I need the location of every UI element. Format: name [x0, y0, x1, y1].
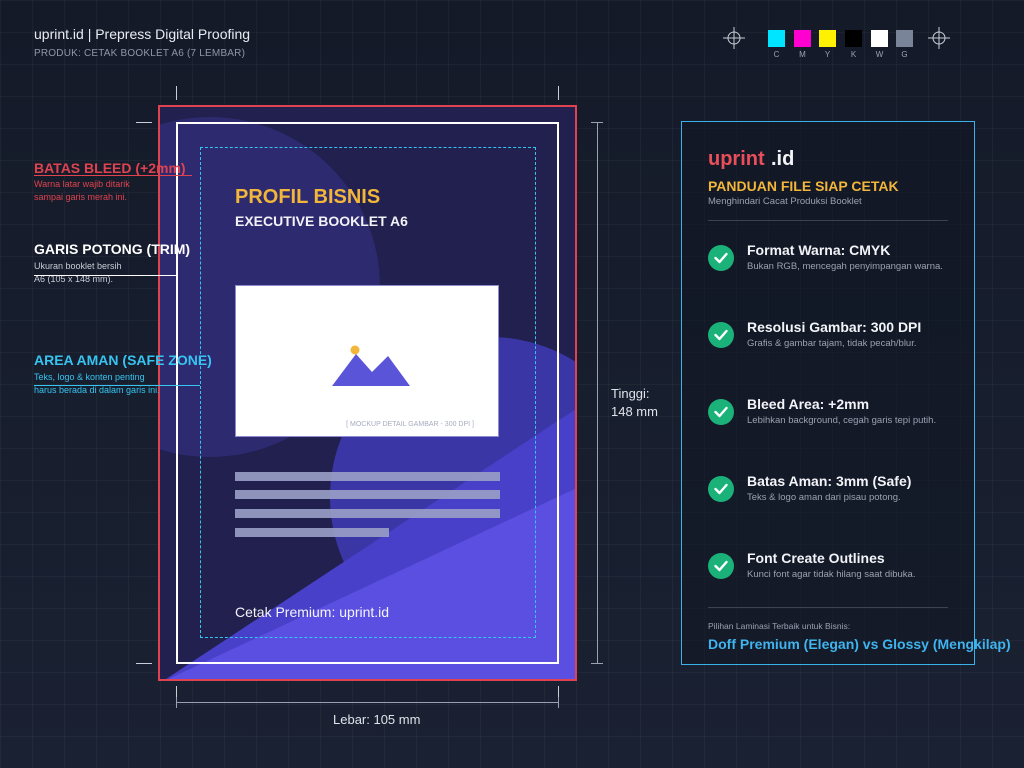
page-subtitle: PRODUK: CETAK BOOKLET A6 (7 LEMBAR) — [34, 48, 246, 59]
lamination-label: Pilihan Laminasi Terbaik untuk Bisnis: — [708, 621, 851, 631]
crop-mark — [558, 86, 559, 100]
crop-mark — [136, 663, 152, 664]
panel-divider — [708, 607, 948, 608]
guide-item-title: Batas Aman: 3mm (Safe) — [747, 473, 912, 489]
height-value: 148 mm — [611, 404, 658, 419]
text-placeholder-line — [235, 528, 389, 537]
swatch-label: Y — [824, 50, 831, 59]
bleed-area — [158, 105, 577, 681]
swatch-white — [871, 30, 888, 47]
trim-annotation-desc: Ukuran booklet bersih A6 (105 x 148 mm). — [34, 261, 122, 284]
swatch-cyan — [768, 30, 785, 47]
width-dimension-line — [176, 702, 559, 703]
swatch-label: G — [901, 50, 908, 59]
check-circle-icon — [708, 322, 734, 348]
image-mockup: [ MOCKUP DETAIL GAMBAR - 300 DPI ] — [235, 285, 499, 437]
registration-mark-icon — [723, 27, 745, 49]
crop-mark — [176, 86, 177, 100]
guide-item-title: Font Create Outlines — [747, 550, 885, 566]
safe-zone-line — [200, 147, 536, 638]
dimension-tick — [176, 697, 177, 708]
brand-suffix: .id — [771, 148, 795, 170]
dimension-tick — [591, 663, 603, 664]
check-circle-icon — [708, 399, 734, 425]
crop-mark — [176, 686, 177, 700]
check-circle-icon — [708, 245, 734, 271]
safe-leader-line — [34, 385, 200, 386]
page-title: uprint.id | Prepress Digital Proofing — [34, 26, 251, 42]
guide-item-desc: Teks & logo aman dari pisau potong. — [747, 492, 901, 503]
swatch-yellow — [819, 30, 836, 47]
lamination-options: Doff Premium (Elegan) vs Glossy (Mengkil… — [708, 636, 1011, 652]
guide-item-desc: Kunci font agar tidak hilang saat dibuka… — [747, 569, 916, 580]
guide-item-title: Bleed Area: +2mm — [747, 396, 870, 412]
text-placeholder-line — [235, 472, 500, 481]
image-placeholder-icon — [332, 345, 410, 386]
mockup-caption: [ MOCKUP DETAIL GAMBAR - 300 DPI ] — [346, 421, 474, 428]
text-placeholder-line — [235, 509, 500, 518]
booklet-footer: Cetak Premium: uprint.id — [235, 604, 390, 620]
trim-leader-line — [34, 275, 176, 276]
guide-item-title: Resolusi Gambar: 300 DPI — [747, 319, 922, 335]
dimension-tick — [558, 697, 559, 708]
text-placeholder-line — [235, 490, 500, 499]
swatch-label: W — [875, 50, 884, 59]
swatch-magenta — [794, 30, 811, 47]
booklet-subtitle: EXECUTIVE BOOKLET A6 — [235, 213, 408, 229]
guide-item-desc: Bukan RGB, mencegah penyimpangan warna. — [747, 261, 943, 272]
swatch-label: C — [773, 50, 780, 59]
trim-line — [176, 122, 559, 664]
swatch-black — [845, 30, 862, 47]
height-label: Tinggi: — [611, 386, 650, 401]
safe-annotation-title: AREA AMAN (SAFE ZONE) — [34, 352, 212, 368]
swatch-gray — [896, 30, 913, 47]
bleed-annotation-title: BATAS BLEED (+2mm) — [34, 160, 186, 176]
height-dimension-line — [597, 122, 598, 664]
bleed-annotation-desc: Warna latar wajib ditarik sampai garis m… — [34, 179, 130, 202]
width-label: Lebar: 105 mm — [333, 712, 421, 727]
brand-name: uprint — [708, 148, 765, 170]
trim-annotation-title: GARIS POTONG (TRIM) — [34, 241, 191, 257]
swatch-label: M — [799, 50, 806, 59]
panel-title: PANDUAN FILE SIAP CETAK — [708, 178, 899, 194]
registration-mark-icon — [928, 27, 950, 49]
safe-annotation-desc: Teks, logo & konten penting harus berada… — [34, 372, 160, 395]
swatch-label: K — [850, 50, 857, 59]
crop-mark — [136, 122, 152, 123]
booklet-title: PROFIL BISNIS — [235, 186, 381, 208]
crop-mark — [558, 686, 559, 700]
check-circle-icon — [708, 476, 734, 502]
panel-divider — [708, 220, 948, 221]
dimension-tick — [591, 122, 603, 123]
bleed-leader-line — [34, 175, 192, 176]
panel-subtitle: Menghindari Cacat Produksi Booklet — [708, 196, 862, 207]
guide-item-title: Format Warna: CMYK — [747, 242, 891, 258]
guide-item-desc: Grafis & gambar tajam, tidak pecah/blur. — [747, 338, 917, 349]
check-circle-icon — [708, 553, 734, 579]
guide-item-desc: Lebihkan background, cegah garis tepi pu… — [747, 415, 937, 426]
